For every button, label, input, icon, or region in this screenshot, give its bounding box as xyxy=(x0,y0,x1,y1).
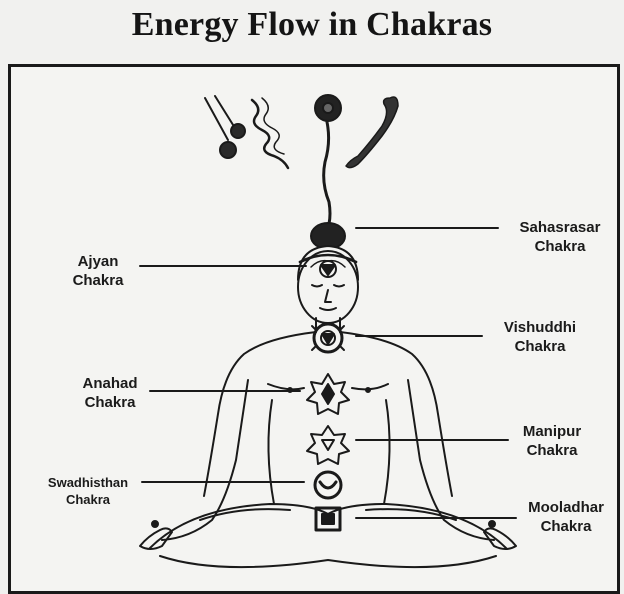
energy-bulbs-icon xyxy=(205,96,245,158)
swadhisthan-chakra-icon xyxy=(315,472,341,498)
vishuddhi-chakra-icon xyxy=(312,324,344,352)
energy-wave-icon xyxy=(252,100,288,168)
manipur-chakra-icon xyxy=(307,426,349,464)
swadhisthan-label: Swadhisthan Chakra xyxy=(36,474,140,508)
manipur-label: Manipur Chakra xyxy=(506,422,598,460)
anahad-chakra-icon xyxy=(307,374,349,414)
ajyan-label: Ajyan Chakra xyxy=(58,252,138,290)
vishuddhi-label: Vishuddhi Chakra xyxy=(484,318,596,356)
mooladhar-label: Mooladhar Chakra xyxy=(516,498,616,536)
energy-stalk-icon xyxy=(315,95,341,224)
sahasrasar-label: Sahasrasar Chakra xyxy=(505,218,615,256)
energy-flame-icon xyxy=(346,97,398,168)
anahad-label: Anahad Chakra xyxy=(68,374,152,412)
